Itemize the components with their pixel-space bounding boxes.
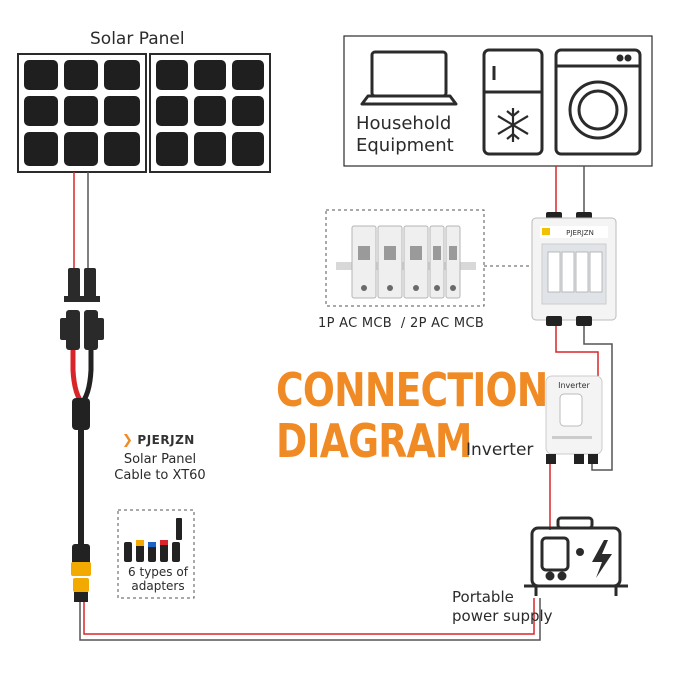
lightning-icon [592, 540, 612, 578]
fridge-icon [482, 48, 544, 156]
washing-machine-icon [554, 48, 642, 156]
mc4-connector-top [64, 268, 100, 302]
portable-port [576, 548, 584, 556]
adapters-box [117, 509, 195, 599]
cable-label: Solar Panel Cable to XT60 [114, 452, 206, 484]
distribution-box [531, 212, 617, 326]
household-wires [555, 166, 585, 214]
portable-power-supply [524, 516, 628, 596]
brand-logo: ❯PJERJZN [122, 433, 195, 448]
brand-name: PJERJZN [137, 433, 195, 447]
snowflake-icon [497, 108, 529, 142]
panel-wires [73, 172, 89, 270]
solar-panel-left [17, 53, 147, 173]
inverter-screen-label: Inverter [558, 381, 590, 390]
laptop-icon [360, 50, 458, 106]
mc4-connector-bottom [60, 310, 104, 350]
inverter-label: Inverter [466, 440, 534, 460]
mcb-box [325, 209, 485, 307]
household-box [343, 35, 653, 167]
adapters-label: 6 types of adapters [128, 565, 188, 594]
brand-mark-icon: ❯ [122, 433, 134, 448]
y-branch-cable [70, 350, 94, 566]
portable-power-supply-label: Portable power supply [452, 588, 553, 625]
household-equipment-label: Household Equipment [356, 113, 454, 156]
solar-panel-label: Solar Panel [90, 29, 185, 49]
diagram-title: CONNECTION DIAGRAM [276, 363, 548, 468]
inverter [545, 375, 603, 464]
solar-panel-right [149, 53, 271, 173]
mcb-label: 1P AC MCB / 2P AC MCB [318, 316, 485, 331]
distribution-box-brand: PJERJZN [566, 229, 594, 237]
box-to-inverter-wires [555, 326, 613, 471]
xt60-connector [71, 562, 91, 602]
xt60-to-portable-wire [79, 598, 541, 641]
